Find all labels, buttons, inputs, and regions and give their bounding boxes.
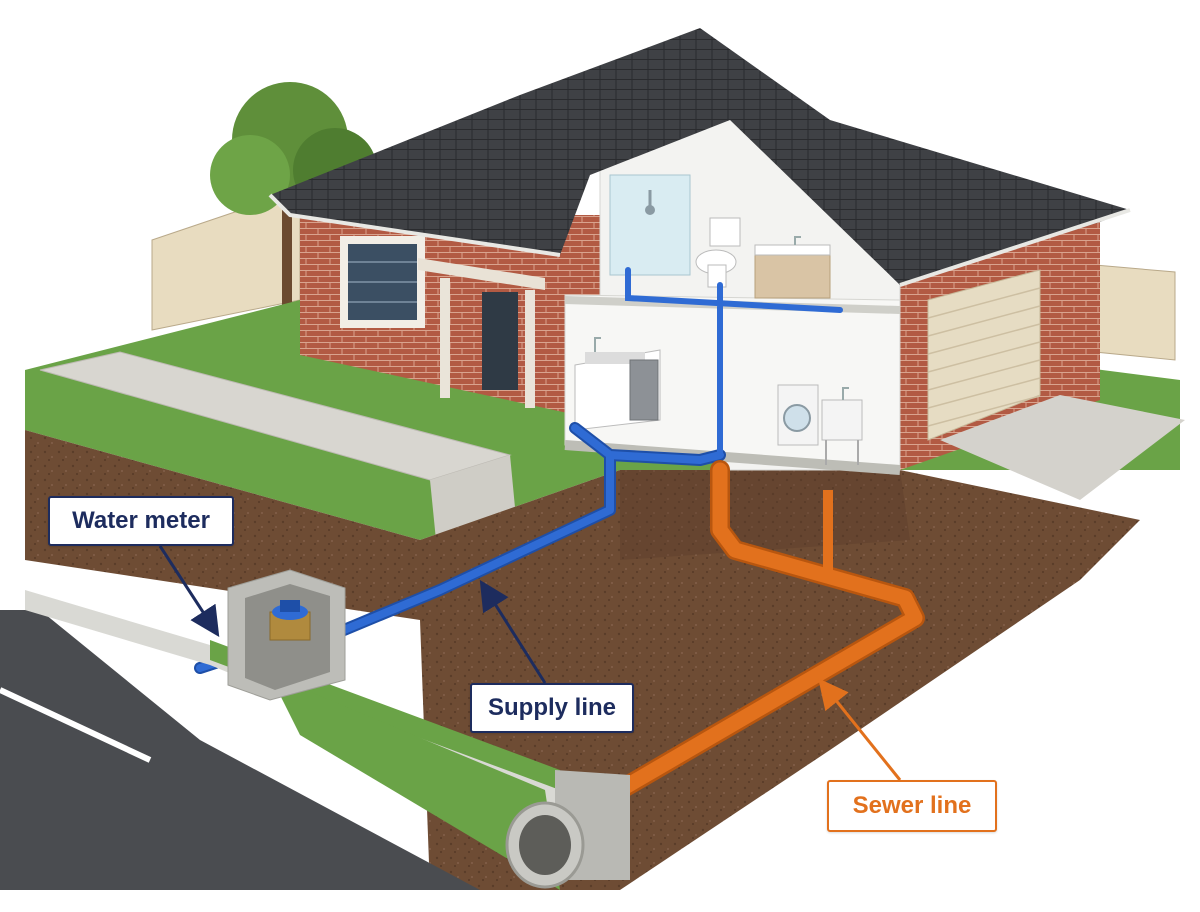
back-fence-right [1094,264,1176,361]
front-door [482,292,518,390]
sewer-main-icon [505,770,630,889]
supply-line-leader [479,579,547,684]
sewer-line-label: Sewer line [827,780,997,832]
house [268,28,1185,500]
toilet-icon [695,217,741,288]
supply-line-label: Supply line [470,683,634,733]
shower-icon [609,174,691,276]
water-meter-icon [269,600,311,641]
sewer-line-leader [818,678,902,781]
garage-door-icon [927,269,1041,441]
laundry-tub-icon [821,387,863,465]
vanity-icon [754,236,831,299]
driveway [940,395,1185,500]
water-meter-label: Water meter [48,496,234,546]
dishwasher-icon [629,359,659,421]
washing-machine-icon [777,384,819,446]
front-window [340,236,425,328]
front-porch [418,258,545,408]
water-meter-leader [158,545,220,638]
